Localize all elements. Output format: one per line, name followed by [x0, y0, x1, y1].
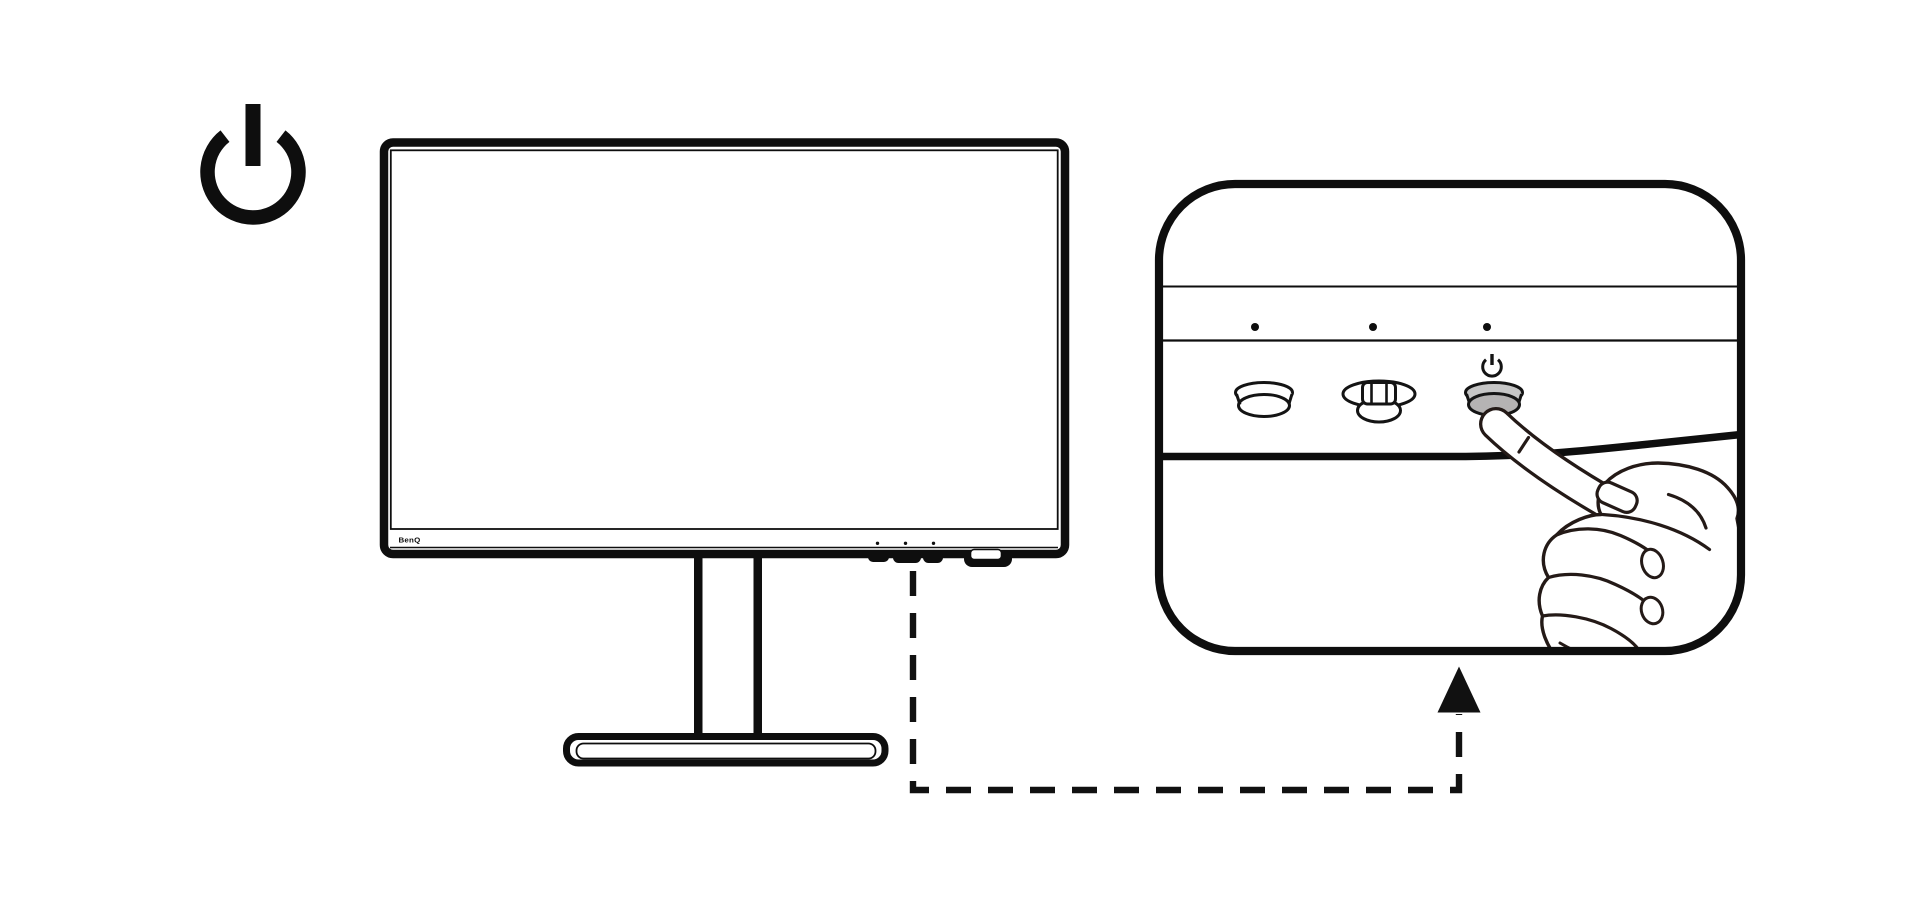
power-symbol-icon	[200, 104, 306, 225]
thumb-web-line	[1666, 492, 1708, 530]
monitor-screen	[389, 149, 1059, 530]
callout-arrow-up-icon	[1437, 666, 1481, 713]
ring-finger-nail	[1639, 595, 1665, 626]
thumb-nail	[1595, 480, 1639, 514]
wrist-line	[1558, 641, 1596, 649]
custom-key-button	[1234, 381, 1294, 418]
bezel-led-dot	[931, 541, 936, 545]
monitor-stand-column	[694, 556, 762, 740]
finger-crease	[1517, 435, 1531, 454]
bezel-led-dot	[903, 541, 908, 545]
five-way-controller-button	[1341, 379, 1417, 424]
hand-pressing-power-button	[1479, 407, 1739, 649]
callout-led-dots	[1251, 323, 1491, 331]
thumb-lower-edge	[1600, 512, 1712, 552]
bezel-led-dot	[875, 541, 880, 545]
bezel-led-dots	[875, 541, 936, 545]
control-panel-callout	[1154, 179, 1746, 656]
monitor-control-keys	[868, 551, 943, 563]
callout-connector-dashed-line	[909, 571, 1463, 794]
middle-finger-nail	[1640, 547, 1665, 580]
brand-logo: BenQ	[399, 536, 421, 545]
monitor-front-view: BenQ	[379, 138, 1070, 767]
power-button-icon	[1481, 354, 1503, 378]
panel-edge-curve	[1159, 430, 1742, 461]
callout-led-dot	[1251, 323, 1259, 331]
monitor-power-key	[964, 548, 1012, 567]
callout-led-dot	[1483, 323, 1491, 331]
callout-border	[1154, 179, 1746, 656]
power-button	[1464, 381, 1524, 417]
little-finger-curve	[1540, 613, 1643, 649]
monitor-stand-base	[563, 733, 889, 767]
callout-led-dot	[1369, 323, 1377, 331]
